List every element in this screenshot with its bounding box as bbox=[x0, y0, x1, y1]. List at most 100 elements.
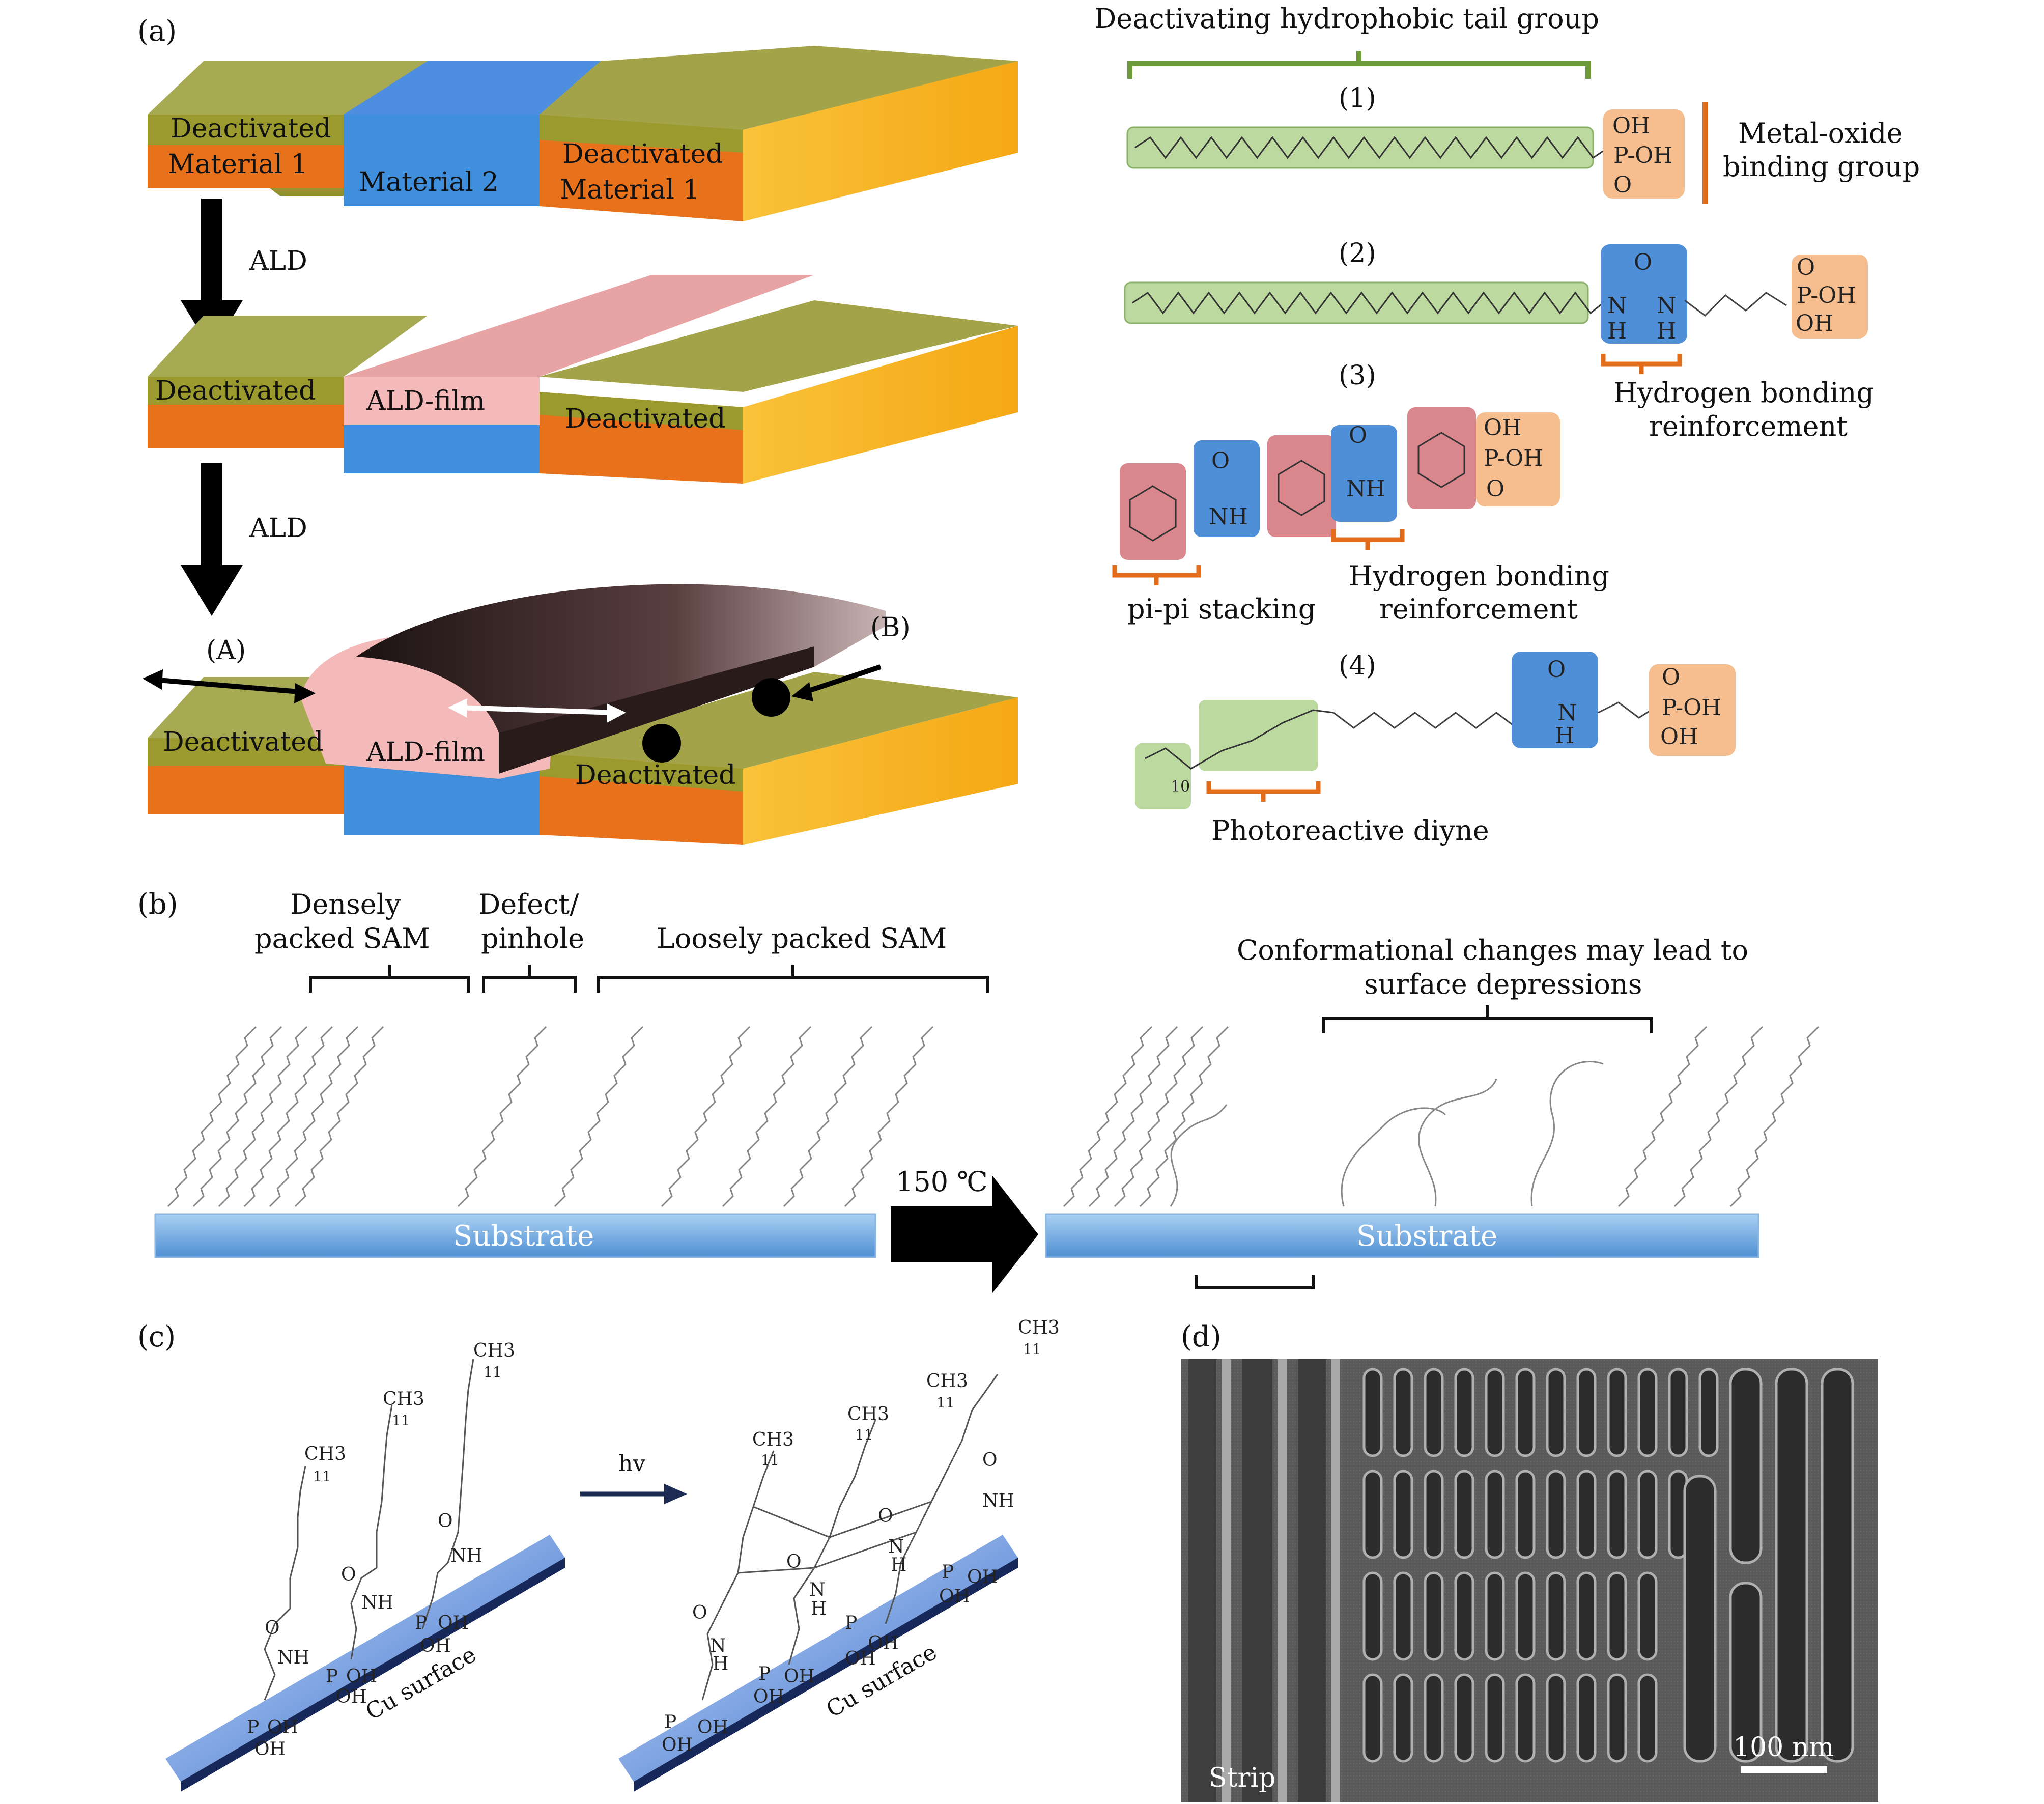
oh-right-2b: OH bbox=[753, 1686, 784, 1707]
cu-slab-left bbox=[165, 1535, 565, 1782]
oh-left-2b: OH bbox=[336, 1686, 367, 1707]
chem-oh-1a: OH bbox=[1612, 113, 1650, 139]
marker-a: (A) bbox=[206, 635, 246, 666]
ch3-right-2: CH3 bbox=[847, 1404, 889, 1425]
layer1-left-label-2: Material 1 bbox=[168, 149, 308, 180]
chem-o-2: O bbox=[1634, 249, 1652, 275]
chem-o-3a: O bbox=[1211, 448, 1230, 474]
phosphonate-box-1 bbox=[1603, 109, 1685, 199]
chem-h-2a: H bbox=[1607, 318, 1627, 344]
p-right-4: P bbox=[942, 1562, 954, 1583]
chem-n-4: N bbox=[1557, 700, 1577, 726]
ch3-left-1: CH3 bbox=[304, 1444, 346, 1464]
chem-n-2a: N bbox=[1607, 293, 1627, 319]
hbond-2-label-2: reinforcement bbox=[1649, 410, 1848, 442]
ch3-right-4: CH3 bbox=[1018, 1317, 1060, 1338]
layer2-right-label: Deactivated bbox=[565, 404, 725, 434]
binding-group-label-1: Metal-oxide bbox=[1738, 117, 1903, 149]
p-right-2: P bbox=[758, 1664, 771, 1684]
chem-nh-3b: NH bbox=[1346, 476, 1385, 502]
layer3-middle-label: ALD-film bbox=[366, 737, 485, 768]
cu-slab-right bbox=[618, 1535, 1018, 1782]
heat-arrow bbox=[891, 1176, 1038, 1293]
chem-o-3c: O bbox=[1486, 476, 1504, 502]
h-right-3: H bbox=[891, 1555, 906, 1575]
phenyl-box-3 bbox=[1407, 407, 1476, 509]
sub11-left-3: 11 bbox=[484, 1364, 502, 1380]
conform-label-1: Conformational changes may lead to bbox=[1237, 934, 1748, 966]
chem-o-4: O bbox=[1547, 657, 1566, 683]
mol-number-2: (2) bbox=[1339, 238, 1376, 269]
scale-bar bbox=[1741, 1766, 1827, 1773]
o-right-4: O bbox=[982, 1450, 998, 1471]
chem-poh-3: P-OH bbox=[1484, 445, 1543, 471]
ald-stack-layer-2: Deactivated ALD-film Deactivated bbox=[148, 275, 1018, 484]
nh-left-2: NH bbox=[361, 1592, 393, 1613]
layer2-left-label: Deactivated bbox=[155, 376, 316, 406]
pi-pi-label: pi-pi stacking bbox=[1127, 593, 1316, 625]
ald-arrow-2: ALD bbox=[181, 463, 307, 616]
panel-label-c: (c) bbox=[137, 1320, 176, 1354]
sub11-left-2: 11 bbox=[392, 1412, 410, 1429]
strip-label: Strip bbox=[1209, 1763, 1275, 1793]
mol-number-3: (3) bbox=[1339, 360, 1376, 391]
phenyl-box-1 bbox=[1120, 463, 1186, 560]
chem-n-2b: N bbox=[1657, 293, 1677, 319]
scale-label: 100 nm bbox=[1733, 1732, 1834, 1763]
phosphonate-box-2 bbox=[1792, 255, 1868, 339]
hbond-2-label-1: Hydrogen bonding bbox=[1613, 377, 1874, 409]
oh-right-1b: OH bbox=[662, 1735, 693, 1756]
void-dot-1 bbox=[642, 724, 681, 763]
h-right-2: H bbox=[811, 1598, 827, 1619]
oh-right-2: OH bbox=[784, 1666, 815, 1687]
oh-right-3: OH bbox=[868, 1633, 899, 1654]
oh-right-1: OH bbox=[697, 1717, 728, 1738]
panel-label-b: (b) bbox=[137, 888, 178, 921]
chem-sub10: 10 bbox=[1171, 778, 1190, 796]
n-right-3: N bbox=[888, 1536, 904, 1557]
dense-label-1: Densely bbox=[290, 888, 401, 920]
layer1-right-label-1: Deactivated bbox=[562, 139, 723, 170]
substrate-left-label: Substrate bbox=[453, 1220, 594, 1253]
p-right-3: P bbox=[845, 1613, 857, 1633]
alkyl-box-4 bbox=[1135, 743, 1191, 809]
mol-number-1: (1) bbox=[1339, 83, 1376, 114]
n-right-1: N bbox=[710, 1636, 726, 1656]
layer3-right-label: Deactivated bbox=[575, 760, 735, 791]
temp-label: 150 ℃ bbox=[896, 1166, 988, 1198]
ald-label-2: ALD bbox=[249, 513, 307, 544]
loose-label: Loosely packed SAM bbox=[657, 922, 947, 954]
binding-group-label-2: binding group bbox=[1723, 151, 1920, 183]
chem-o-2b: O bbox=[1797, 255, 1815, 280]
n-right-2: N bbox=[809, 1580, 826, 1600]
nh-left-1: NH bbox=[277, 1647, 309, 1668]
o-right-3: O bbox=[878, 1506, 893, 1527]
layer1-left-label-1: Deactivated bbox=[171, 114, 331, 144]
chem-poh-1: P-OH bbox=[1613, 143, 1673, 168]
sam-chains-left bbox=[167, 1026, 934, 1207]
chem-oh-2: OH bbox=[1796, 311, 1833, 336]
tail-box-2 bbox=[1124, 281, 1589, 324]
phenyl-box-2 bbox=[1267, 435, 1336, 537]
o-left-3: O bbox=[438, 1511, 453, 1532]
void-dot-2 bbox=[752, 678, 790, 717]
defect-label-1: Defect/ bbox=[478, 888, 579, 920]
amide-box-4 bbox=[1512, 652, 1598, 748]
phosphonate-box-4 bbox=[1649, 664, 1736, 756]
nh-left-3: NH bbox=[450, 1545, 482, 1566]
mol-number-4: (4) bbox=[1339, 651, 1376, 681]
oh-right-3b: OH bbox=[845, 1648, 876, 1669]
amide-box-2 bbox=[1331, 425, 1397, 522]
substrate-right-label: Substrate bbox=[1356, 1220, 1497, 1253]
layer1-right-label-2: Material 1 bbox=[560, 175, 700, 205]
ald-label-1: ALD bbox=[249, 246, 307, 276]
conform-label-2: surface depressions bbox=[1364, 968, 1642, 1000]
panel-label-d: (d) bbox=[1181, 1320, 1222, 1354]
molecule-diagram: Deactivating hydrophobic tail group (1) … bbox=[1094, 3, 1920, 847]
chem-poh-4: P-OH bbox=[1662, 695, 1721, 721]
oh-right-4b: OH bbox=[939, 1586, 970, 1607]
chem-o-4b: O bbox=[1662, 664, 1680, 690]
oh-left-1: OH bbox=[267, 1717, 298, 1738]
sam-diagram: Densely packed SAM Defect/ pinhole Loose… bbox=[154, 888, 1820, 1293]
